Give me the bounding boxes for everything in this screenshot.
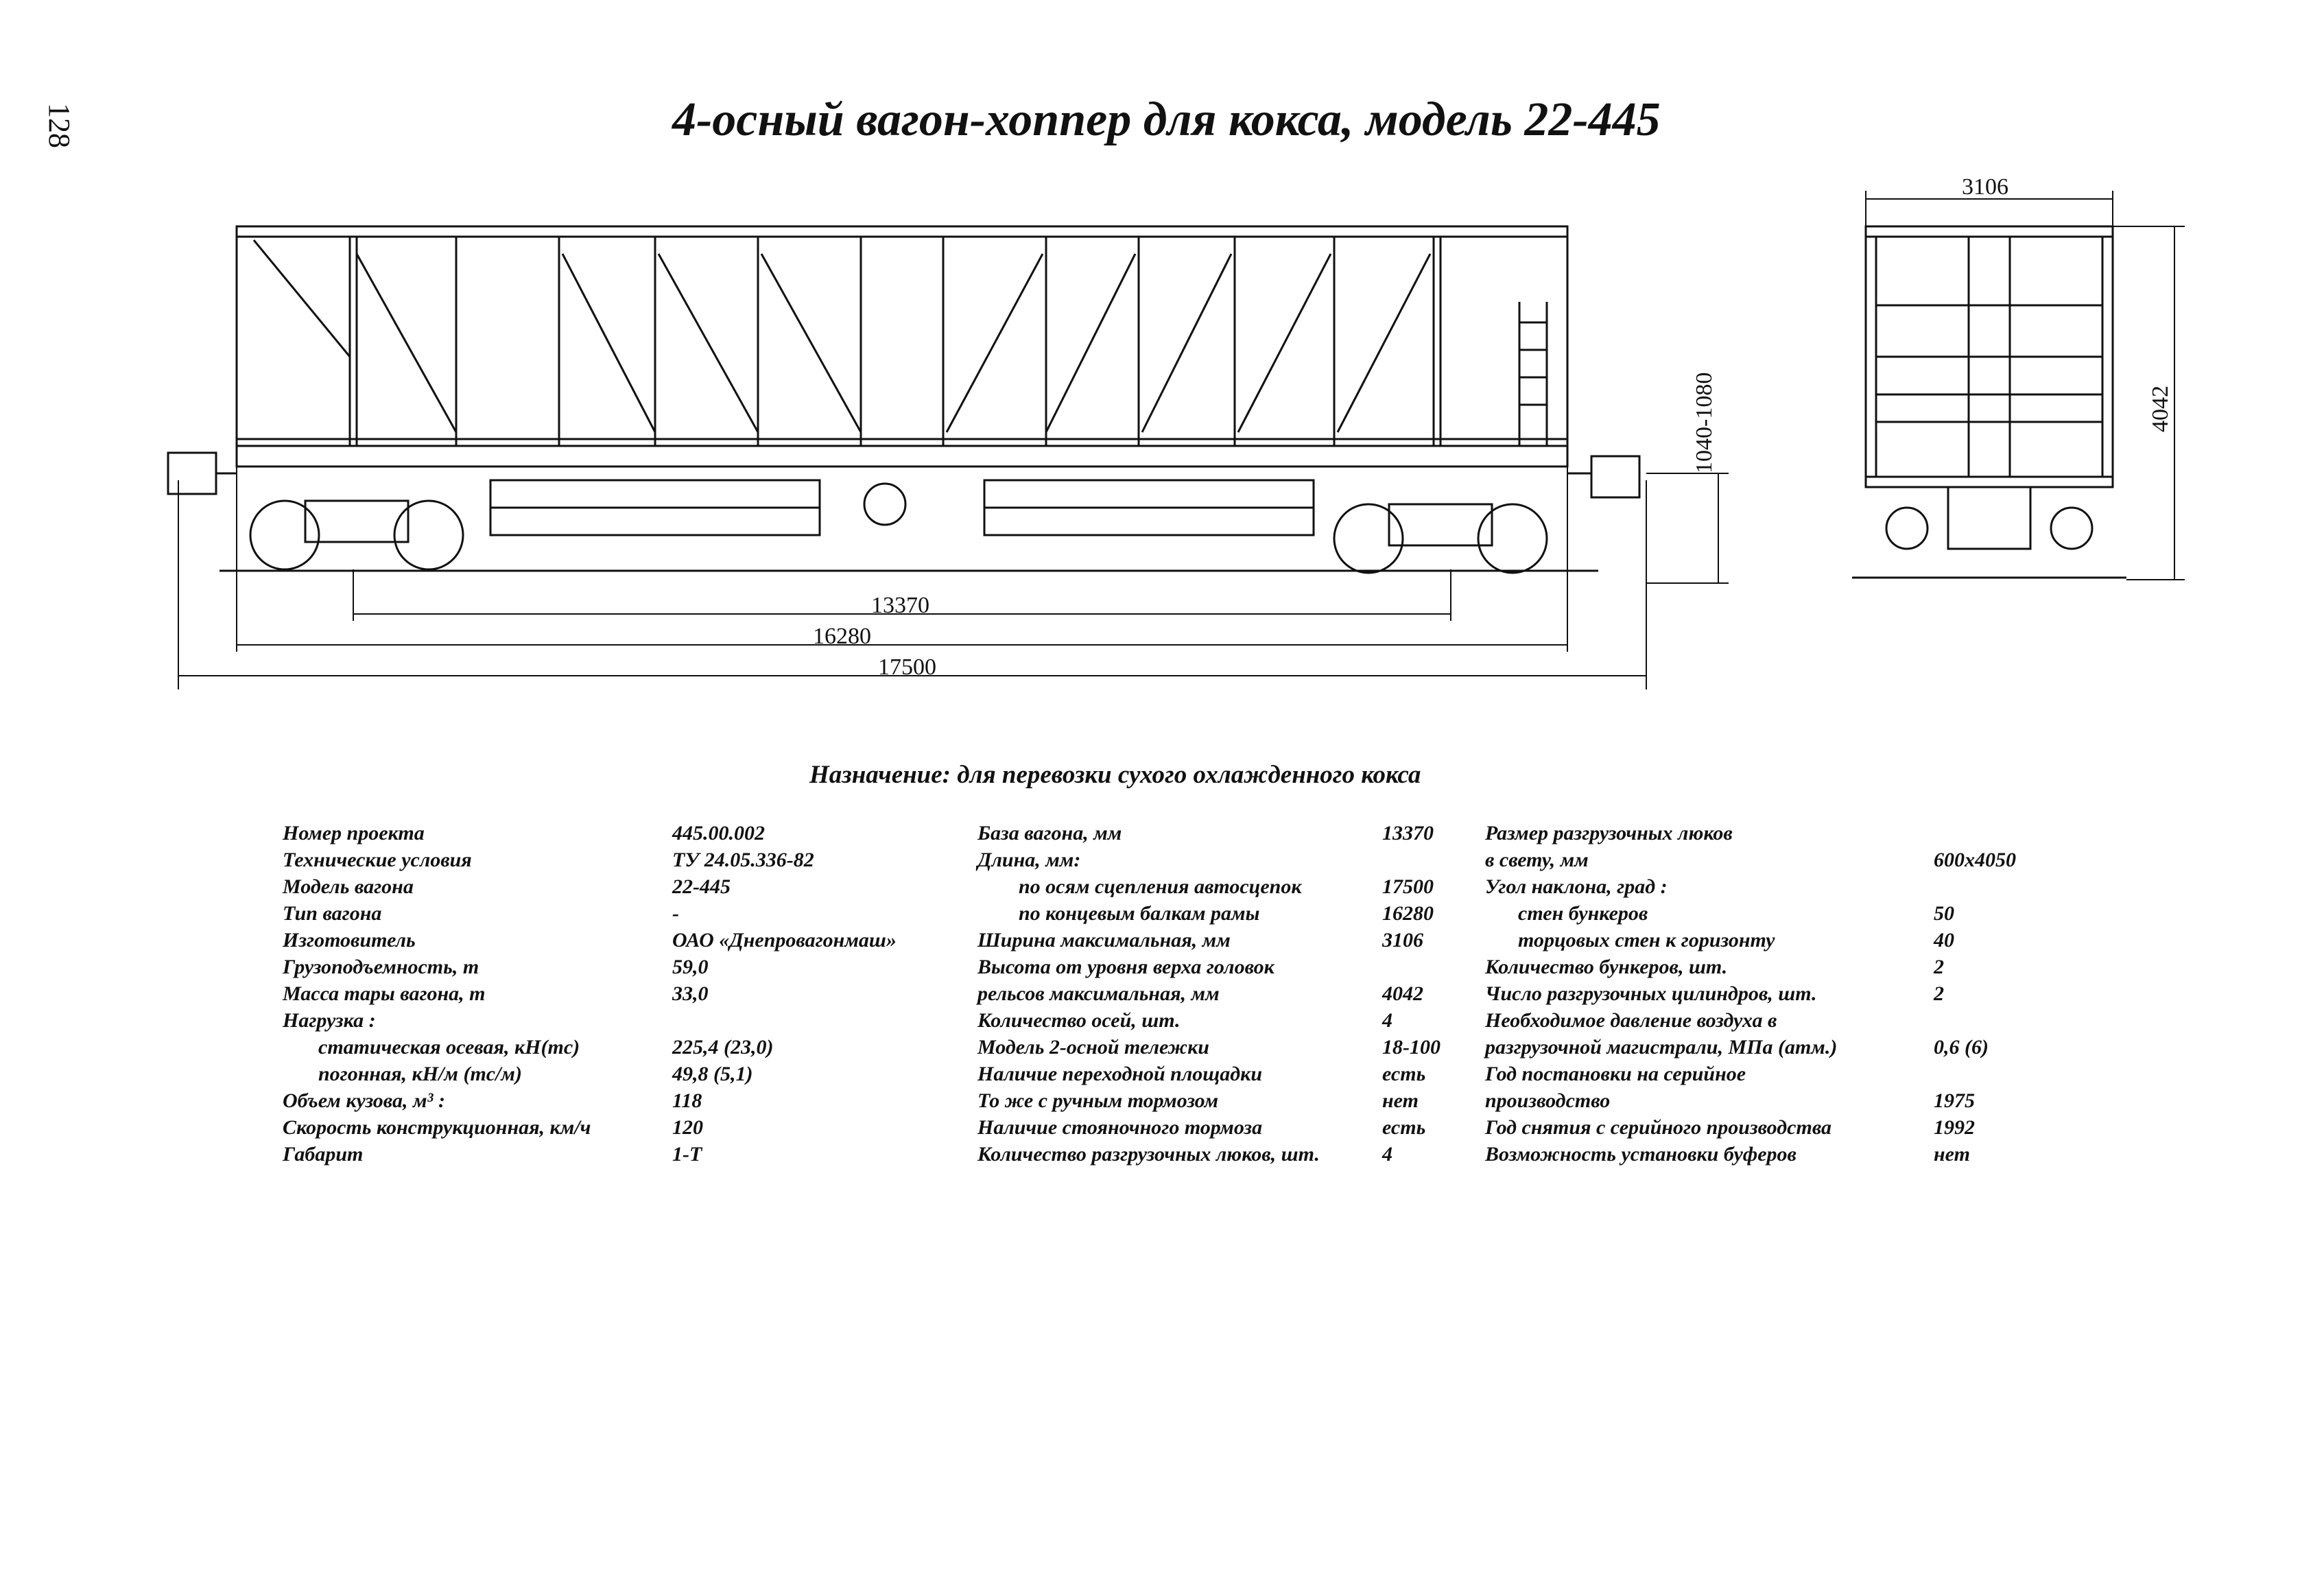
spec-label: Длина, мм: — [977, 849, 1081, 871]
spec-label: по концевым балкам рамы — [1019, 902, 1260, 925]
spec-label: Возможность установки буферов — [1485, 1143, 1797, 1166]
spec-value: 13370 — [1382, 822, 1434, 844]
spec-label: Необходимое давление воздуха в — [1485, 1009, 1777, 1032]
spec-label: по осям сцепления автосцепок — [1019, 875, 1302, 898]
spec-value: 3106 — [1382, 929, 1423, 952]
spec-label: Количество бункеров, шт. — [1485, 956, 1728, 978]
spec-value: есть — [1382, 1116, 1426, 1139]
spec-value: 600x4050 — [1934, 849, 2016, 871]
spec-value: 59,0 — [672, 956, 709, 978]
spec-label: Технические условия — [283, 849, 472, 871]
spec-value: ОАО «Днепровагонмаш» — [672, 929, 897, 952]
spec-value: 4 — [1382, 1143, 1392, 1166]
spec-value: 1-Т — [672, 1143, 702, 1166]
spec-value: нет — [1934, 1143, 1970, 1166]
spec-value: 33,0 — [672, 982, 709, 1005]
spec-label: статическая осевая, кН(тс) — [318, 1036, 580, 1059]
spec-label: Масса тары вагона, т — [283, 982, 486, 1005]
spec-label: Модель 2-осной тележки — [977, 1036, 1209, 1059]
spec-label: Номер проекта — [283, 822, 425, 844]
spec-value: 18-100 — [1382, 1036, 1440, 1059]
page-title: 4-осный вагон-хоппер для кокса, модель 2… — [672, 93, 1661, 146]
end-view-car — [1852, 225, 2126, 579]
spec-label: Ширина максимальная, мм — [977, 929, 1231, 952]
spec-value: 120 — [672, 1116, 703, 1139]
spec-label: Размер разгрузочных люков — [1485, 822, 1733, 844]
spec-value: - — [672, 902, 679, 925]
dim-couplers: 17500 — [878, 654, 936, 680]
spec-value: 16280 — [1382, 902, 1434, 925]
dim-height: 4042 — [2148, 386, 2173, 432]
spec-value: 2 — [1934, 956, 1944, 978]
spec-value: 4042 — [1382, 982, 1423, 1005]
spec-label: Модель вагона — [283, 875, 414, 898]
spec-label: Грузоподъемность, т — [283, 956, 479, 978]
spec-label: Тип вагона — [283, 902, 382, 925]
side-view-car — [167, 225, 1641, 574]
spec-value: ТУ 24.05.336-82 — [672, 849, 814, 871]
spec-value: нет — [1382, 1089, 1419, 1112]
spec-label: в свету, мм — [1485, 849, 1589, 871]
spec-value: 40 — [1934, 929, 1954, 952]
spec-value: 0,6 (6) — [1934, 1036, 1989, 1059]
spec-value: 1992 — [1934, 1116, 1975, 1139]
spec-value: 49,8 (5,1) — [672, 1063, 753, 1085]
spec-label: рельсов максимальная, мм — [977, 982, 1220, 1005]
dim-height-range: 1040-1080 — [1692, 373, 1717, 473]
purpose-line: Назначение: для перевозки сухого охлажде… — [809, 761, 1421, 789]
dim-base: 13370 — [871, 593, 929, 618]
spec-value: 22-445 — [672, 875, 731, 898]
dimension-lines — [178, 466, 1729, 689]
dim-frame: 16280 — [813, 624, 871, 649]
spec-label: торцовых стен к горизонту — [1518, 929, 1775, 952]
spec-value: 2 — [1934, 982, 1944, 1005]
spec-value: 17500 — [1382, 875, 1434, 898]
spec-label: Год постановки на серийное — [1485, 1063, 1746, 1085]
spec-label: Количество осей, шт. — [977, 1009, 1181, 1032]
spec-label: Нагрузка : — [283, 1009, 376, 1032]
spec-label: погонная, кН/м (тс/м) — [318, 1063, 522, 1085]
spec-value: 4 — [1382, 1009, 1392, 1032]
spec-label: разгрузочной магистрали, МПа (атм.) — [1485, 1036, 1838, 1059]
spec-label: Год снятия с серийного производства — [1485, 1116, 1832, 1139]
spec-label: Объем кузова, м³ : — [283, 1089, 445, 1112]
spec-label: База вагона, мм — [977, 822, 1122, 844]
spec-label: Наличие стояночного тормоза — [977, 1116, 1263, 1139]
spec-value: есть — [1382, 1063, 1426, 1085]
spec-label: производство — [1485, 1089, 1611, 1112]
spec-value: 118 — [672, 1089, 702, 1112]
spec-label: Количество разгрузочных люков, шт. — [977, 1143, 1320, 1166]
end-view-dimensions — [1865, 191, 2185, 580]
spec-value: 445.00.002 — [672, 822, 765, 844]
dim-width: 3106 — [1962, 174, 2008, 200]
spec-label: Наличие переходной площадки — [977, 1063, 1263, 1085]
spec-label: Габарит — [283, 1143, 364, 1166]
spec-value: 225,4 (23,0) — [672, 1036, 774, 1059]
spec-value: 50 — [1934, 902, 1954, 925]
spec-value: 1975 — [1934, 1089, 1975, 1112]
spec-label: Изготовитель — [283, 929, 416, 952]
spec-label: Угол наклона, град : — [1485, 875, 1668, 898]
spec-label: То же с ручным тормозом — [977, 1089, 1219, 1112]
spec-label: Число разгрузочных цилиндров, шт. — [1485, 982, 1817, 1005]
spec-label: стен бункеров — [1518, 902, 1648, 925]
spec-label: Высота от уровня верха головок — [977, 956, 1274, 978]
spec-label: Скорость конструкционная, км/ч — [283, 1116, 591, 1139]
